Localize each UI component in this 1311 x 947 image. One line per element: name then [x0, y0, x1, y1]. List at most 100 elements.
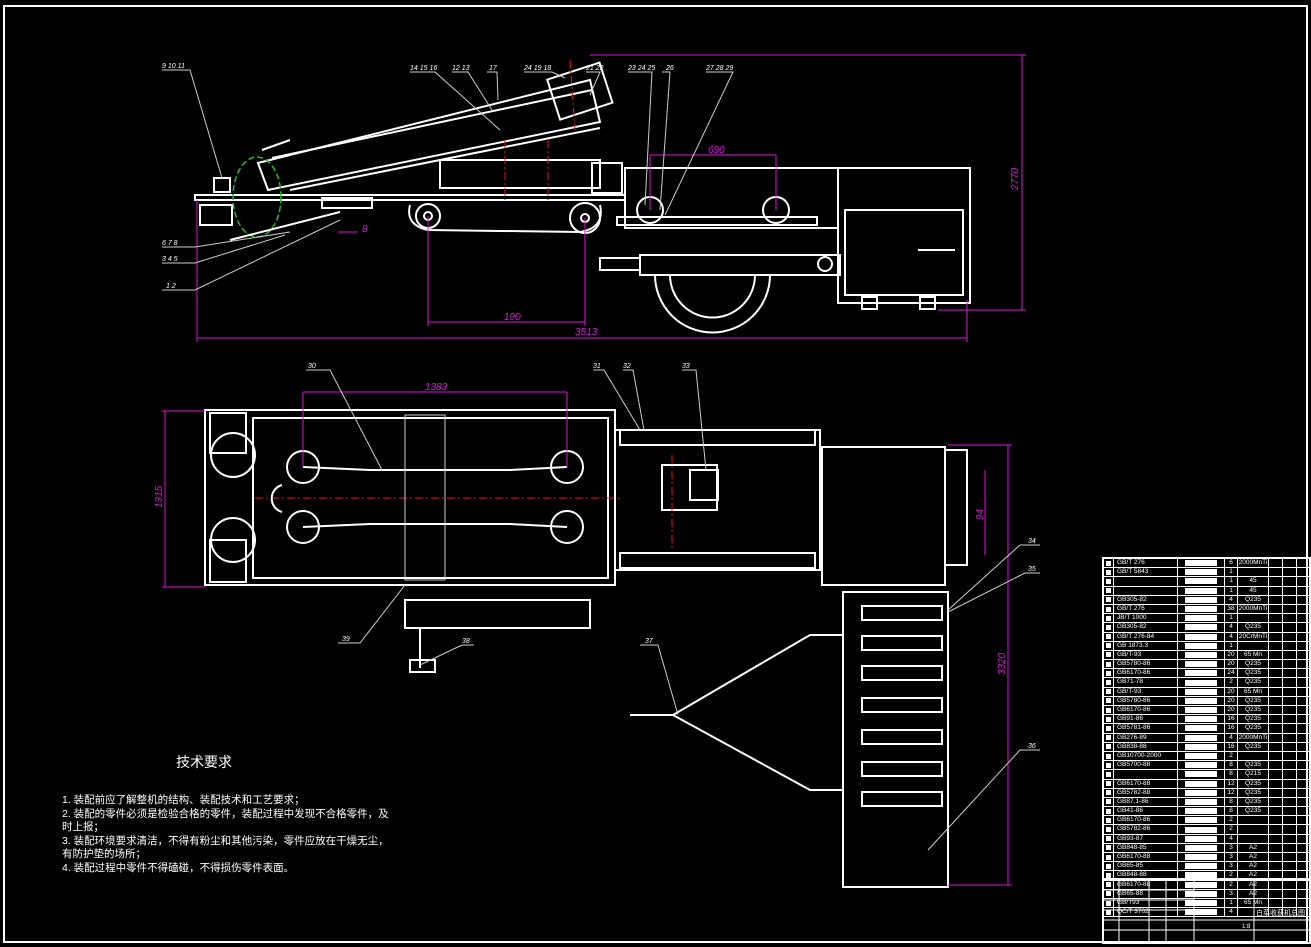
bom-code: GB71-78 — [1114, 678, 1178, 687]
svg-text:9 10 11: 9 10 11 — [162, 63, 185, 70]
bom-material: Q235 — [1238, 807, 1269, 816]
bom-qty: 16 — [1225, 724, 1238, 733]
chassis-beam — [194, 194, 626, 201]
pickup-path — [232, 156, 282, 238]
bom-index — [1104, 614, 1114, 623]
bom-index — [1104, 577, 1114, 586]
bom-material: A2 — [1238, 843, 1269, 852]
bom-name — [1178, 724, 1225, 733]
dim-overall-height: 2770 — [1010, 167, 1021, 191]
bom-qty: 1 — [1225, 898, 1238, 908]
bom-name — [1178, 751, 1225, 761]
conveyor-head — [545, 61, 614, 121]
bom-qty: 12 — [1225, 788, 1238, 797]
bom-name — [1178, 669, 1225, 678]
bom-code: GB/T 5843 — [1114, 568, 1178, 577]
bom-material: 65 Mn — [1238, 898, 1269, 908]
requirement-item: 4. 装配过程中零件不得磕碰，不得损伤零件表面。 — [62, 861, 295, 874]
bom-index — [1104, 788, 1114, 797]
bom-code: GB41-86 — [1114, 807, 1178, 816]
plan-view: 1383 1315 3320 94 30 31 32 33 34 35 36 3… — [154, 363, 1040, 888]
bom-index — [1104, 908, 1114, 917]
bom-name — [1178, 742, 1225, 751]
bom-qty: 8 — [1225, 797, 1238, 807]
svg-text:31: 31 — [593, 363, 601, 370]
bom-code: GB65-88 — [1114, 889, 1178, 898]
bom-name — [1178, 889, 1225, 898]
bom-code: GB5780-86 — [1114, 696, 1178, 705]
bom-index — [1104, 816, 1114, 825]
bom-index — [1104, 779, 1114, 788]
bom-code: GB305-82 — [1114, 623, 1178, 632]
bom-name — [1178, 559, 1225, 568]
svg-text:12 13: 12 13 — [452, 65, 470, 72]
bom-material: Q235 — [1238, 761, 1269, 770]
bom-index — [1104, 568, 1114, 577]
svg-text:21 22: 21 22 — [585, 65, 604, 72]
bom-index — [1104, 797, 1114, 807]
bom-material: 20CrMnTi — [1238, 632, 1269, 641]
bom-index — [1104, 889, 1114, 898]
dim-plan-width: 1315 — [154, 485, 165, 508]
bom-name — [1178, 816, 1225, 825]
dim-axle-spacing: 190 — [504, 312, 521, 323]
bom-material — [1238, 908, 1269, 917]
bom-material: Q235 — [1238, 742, 1269, 751]
bom-code: GB93-87 — [1114, 834, 1178, 843]
bom-name — [1178, 568, 1225, 577]
bom-code: GB848-85 — [1114, 843, 1178, 852]
bom-qty: 3 — [1225, 853, 1238, 862]
bom-code: GB5780-86 — [1114, 660, 1178, 669]
bom-material: A2 — [1238, 889, 1269, 898]
bom-qty: 20 — [1225, 696, 1238, 705]
bom-index — [1104, 843, 1114, 852]
bom-name — [1178, 880, 1225, 889]
bom-name — [1178, 715, 1225, 724]
svg-text:36: 36 — [1028, 743, 1036, 750]
bom-qty: 3 — [1225, 862, 1238, 871]
bom-material: A2 — [1238, 871, 1269, 880]
svg-text:6 7 8: 6 7 8 — [162, 240, 178, 247]
bom-material: Q235 — [1238, 797, 1269, 807]
bom-material: Q235 — [1238, 669, 1269, 678]
bom-material: Q235 — [1238, 660, 1269, 669]
bom-index — [1104, 604, 1114, 614]
digging-shovel — [229, 211, 341, 241]
bom-material — [1238, 568, 1269, 577]
bom-index — [1104, 724, 1114, 733]
bom-index — [1104, 660, 1114, 669]
bom-name — [1178, 843, 1225, 852]
bom-index — [1104, 706, 1114, 715]
bom-material: 2000MnTi — [1238, 733, 1269, 742]
conveyor-support — [439, 159, 601, 189]
dim-plan-length: 1383 — [425, 382, 448, 393]
transport-wheel — [654, 274, 771, 334]
bom-name — [1178, 807, 1225, 816]
bom-name — [1178, 733, 1225, 742]
bom-material: 65 Mn — [1238, 687, 1269, 696]
bom-name — [1178, 650, 1225, 660]
bom-code: GB 1873.3 — [1114, 641, 1178, 650]
bom-qty: 20 — [1225, 687, 1238, 696]
bom-material: Q235 — [1238, 788, 1269, 797]
side-view: 3513 2770 190 690 8 9 10 11 14 15 16 12 … — [162, 54, 1026, 342]
bom-name — [1178, 908, 1225, 917]
bom-index — [1104, 807, 1114, 816]
bom-name — [1178, 586, 1225, 595]
bom-qty: 4 — [1225, 908, 1238, 917]
svg-text:39: 39 — [342, 636, 350, 643]
dim-roller-spacing: 94 — [975, 508, 986, 520]
